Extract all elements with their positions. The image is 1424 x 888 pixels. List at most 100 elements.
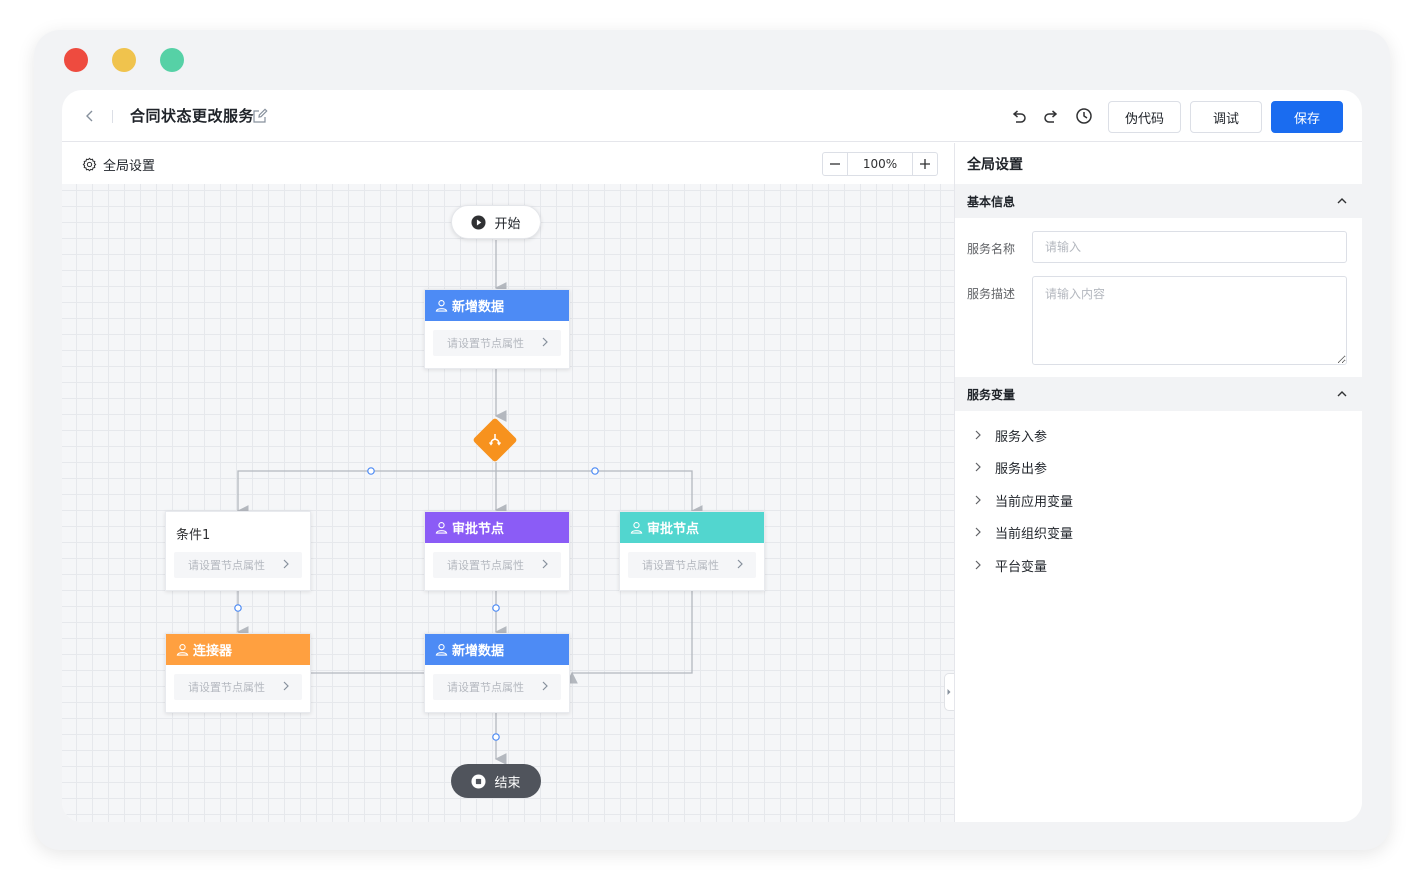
caret-right-icon <box>947 689 951 695</box>
variable-item-label: 当前应用变量 <box>995 494 1074 510</box>
save-button[interactable]: 保存 <box>1271 101 1343 133</box>
start-node[interactable]: 开始 <box>451 205 541 239</box>
user-icon <box>435 644 448 656</box>
node-property-label: 请设置节点属性 <box>447 681 524 694</box>
node-title: 新增数据 <box>452 644 505 659</box>
undo-icon[interactable] <box>1010 107 1028 125</box>
user-icon <box>176 644 189 656</box>
start-label: 开始 <box>494 216 521 232</box>
zoom-level: 100% <box>847 153 913 175</box>
node-property-label: 请设置节点属性 <box>642 559 719 572</box>
edge-branch-bar <box>236 470 703 517</box>
window-maximize-button[interactable] <box>160 48 184 72</box>
chevron-right-icon <box>283 681 289 691</box>
gear-icon <box>82 157 97 172</box>
node-property-button[interactable]: 请设置节点属性 <box>628 552 756 578</box>
node-condition[interactable]: 条件1 请设置节点属性 <box>165 511 311 591</box>
chevron-right-icon <box>542 337 548 347</box>
chevron-up-icon <box>1337 198 1347 204</box>
node-add-data[interactable]: 新增数据 请设置节点属性 <box>424 633 570 713</box>
pseudocode-button[interactable]: 伪代码 <box>1108 101 1181 133</box>
section-basic-info-header[interactable]: 基本信息 <box>955 184 1362 218</box>
flow-canvas-area: 全局设置 100% <box>62 143 954 822</box>
chevron-right-icon <box>975 527 981 537</box>
global-settings-label: 全局设置 <box>103 159 156 174</box>
service-name-input[interactable] <box>1032 231 1347 263</box>
panel-collapse-handle[interactable] <box>944 673 954 711</box>
node-property-label: 请设置节点属性 <box>188 559 265 572</box>
chevron-up-icon <box>1337 391 1347 397</box>
edge-add-point[interactable] <box>367 467 375 475</box>
divider <box>112 110 113 123</box>
service-desc-label: 服务描述 <box>967 287 1016 301</box>
node-header: 审批节点 <box>620 512 764 543</box>
node-property-button[interactable]: 请设置节点属性 <box>433 552 561 578</box>
section-title: 服务变量 <box>967 387 1016 402</box>
variable-item-input-params[interactable]: 服务入参 <box>973 424 1047 446</box>
chevron-left-icon[interactable] <box>82 108 98 124</box>
flow-edges <box>234 240 703 765</box>
canvas-toolbar: 全局设置 100% <box>62 143 954 184</box>
node-title: 条件1 <box>176 527 211 543</box>
node-property-label: 请设置节点属性 <box>447 559 524 572</box>
edge-add-point[interactable] <box>591 467 599 475</box>
redo-icon[interactable] <box>1042 107 1060 125</box>
settings-panel: 全局设置 基本信息 服务名称 服务描述 服务变量 服务入参 服务出参 <box>954 143 1362 822</box>
edit-icon[interactable] <box>252 108 268 124</box>
variable-item-platform-vars[interactable]: 平台变量 <box>973 554 1047 576</box>
service-desc-textarea[interactable] <box>1032 276 1347 365</box>
chevron-right-icon <box>542 681 548 691</box>
service-name-label: 服务名称 <box>967 242 1016 256</box>
global-settings-link[interactable]: 全局设置 <box>82 155 155 174</box>
node-property-button[interactable]: 请设置节点属性 <box>433 330 561 356</box>
node-approval[interactable]: 审批节点 请设置节点属性 <box>424 511 570 591</box>
variable-item-label: 当前组织变量 <box>995 526 1074 542</box>
node-header: 连接器 <box>166 634 310 665</box>
chevron-right-icon <box>975 560 981 570</box>
edge-add-point[interactable] <box>492 604 500 612</box>
debug-button[interactable]: 调试 <box>1190 101 1262 133</box>
window-close-button[interactable] <box>64 48 88 72</box>
zoom-out-button[interactable] <box>823 153 847 175</box>
user-icon <box>435 300 448 312</box>
chevron-right-icon <box>542 559 548 569</box>
user-icon <box>435 522 448 534</box>
chevron-right-icon <box>975 430 981 440</box>
section-title: 基本信息 <box>967 194 1016 209</box>
node-title: 审批节点 <box>452 522 505 537</box>
panel-title: 全局设置 <box>967 157 1023 173</box>
chevron-right-icon <box>975 462 981 472</box>
node-property-button[interactable]: 请设置节点属性 <box>174 674 302 700</box>
node-header: 条件1 <box>166 512 310 550</box>
history-clock-icon[interactable] <box>1075 107 1093 125</box>
canvas-grid[interactable]: 开始 新增数据 请设置节点属性 <box>62 184 954 822</box>
node-header: 审批节点 <box>425 512 569 543</box>
variable-item-org-vars[interactable]: 当前组织变量 <box>973 521 1073 543</box>
top-bar: 合同状态更改服务 伪代码 调试 保存 <box>62 90 1362 142</box>
variable-item-app-vars[interactable]: 当前应用变量 <box>973 489 1073 511</box>
play-icon <box>471 214 487 230</box>
edge-add-point[interactable] <box>492 733 500 741</box>
end-node[interactable]: 结束 <box>451 764 541 798</box>
node-header: 新增数据 <box>425 634 569 665</box>
minus-icon <box>830 163 840 165</box>
node-connector[interactable]: 连接器 请设置节点属性 <box>165 633 311 713</box>
node-add-data[interactable]: 新增数据 请设置节点属性 <box>424 289 570 369</box>
zoom-control: 100% <box>822 152 938 176</box>
edge-approval2-to-add <box>566 591 693 684</box>
variable-item-output-params[interactable]: 服务出参 <box>973 456 1047 478</box>
node-property-button[interactable]: 请设置节点属性 <box>433 674 561 700</box>
section-variables-header[interactable]: 服务变量 <box>955 377 1362 411</box>
workflow-editor: 合同状态更改服务 伪代码 调试 保存 <box>62 90 1362 822</box>
node-property-label: 请设置节点属性 <box>447 337 524 350</box>
node-title: 新增数据 <box>452 300 505 315</box>
node-approval[interactable]: 审批节点 请设置节点属性 <box>619 511 765 591</box>
node-header: 新增数据 <box>425 290 569 321</box>
node-property-button[interactable]: 请设置节点属性 <box>174 552 302 578</box>
chevron-right-icon <box>283 559 289 569</box>
chevron-right-icon <box>975 495 981 505</box>
zoom-in-button[interactable] <box>913 153 937 175</box>
user-icon <box>630 522 643 534</box>
window-minimize-button[interactable] <box>112 48 136 72</box>
edge-add-point[interactable] <box>234 604 242 612</box>
